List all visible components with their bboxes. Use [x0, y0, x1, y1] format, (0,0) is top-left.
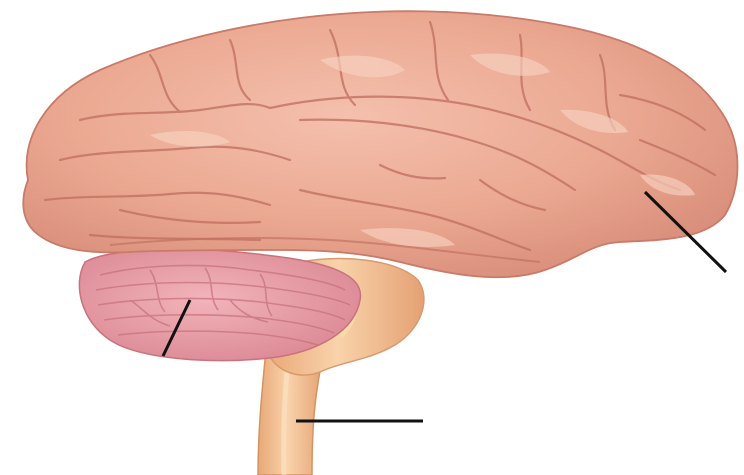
brain-diagram — [0, 0, 744, 475]
brain-illustration — [0, 0, 744, 475]
